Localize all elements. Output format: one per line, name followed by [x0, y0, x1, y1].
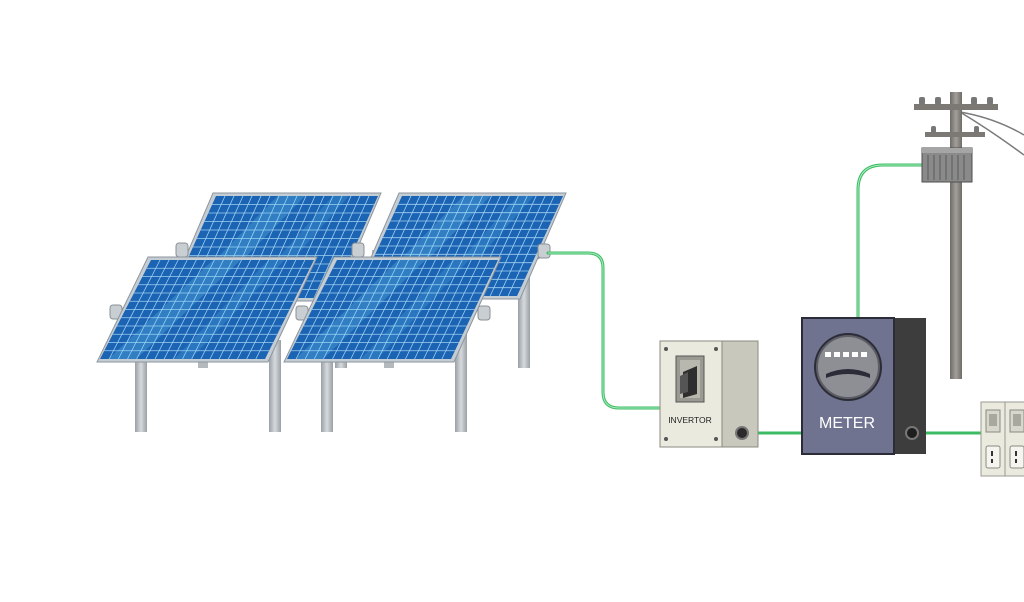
transformer-icon [921, 147, 973, 183]
solar-panel-front-right [283, 256, 502, 363]
inverter-port [735, 426, 749, 440]
electric-meter-icon: METER [801, 317, 926, 455]
solar-array [96, 192, 567, 432]
wire-panels-to-inverter [546, 251, 664, 410]
solar-panel-front-left [96, 256, 318, 363]
utility-pole-icon [914, 92, 1024, 379]
front-stands [135, 330, 467, 432]
meter-port [905, 426, 919, 440]
inverter-label: INVERTOR [668, 415, 712, 425]
wall-outlet-icon [980, 401, 1024, 477]
meter-label: METER [819, 415, 875, 432]
panel-clamps [109, 242, 551, 321]
wire-meter-to-pole [856, 163, 924, 320]
inverter-box-icon: INVERTOR [659, 340, 759, 448]
inverter-switch [675, 355, 705, 403]
meter-display [825, 352, 867, 357]
